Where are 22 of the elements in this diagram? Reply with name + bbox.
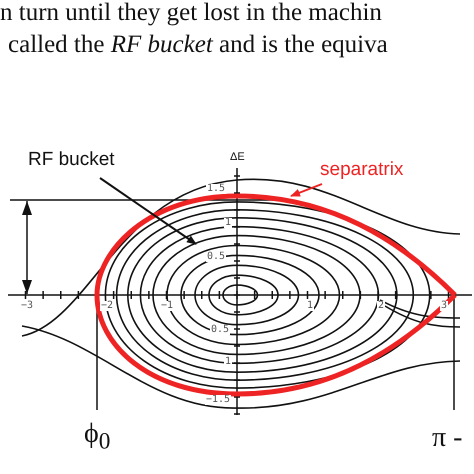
annotation-label: separatrix [320, 160, 404, 179]
body-text: n turn until they get lost in the machin [0, 0, 382, 25]
leader-line [290, 183, 322, 197]
separatrix-curve [94, 194, 458, 396]
phase-label: ϕ$_{0}$ [84, 420, 110, 454]
tick-label: 1 [224, 357, 232, 367]
tick-label: −1 [160, 301, 174, 311]
phase-label: π - [432, 424, 462, 452]
annotation-label: RF bucket [28, 150, 115, 169]
tick-label: 2 [377, 301, 386, 311]
body-text: called the RF bucket and is the equiva [8, 32, 388, 57]
tick-label: 0.5 [206, 252, 226, 262]
leader-line [99, 177, 197, 245]
tick-label: 1 [306, 301, 314, 311]
tick-label: −1.5 [205, 395, 232, 405]
tick-label: 0.5 [210, 325, 230, 335]
tick-label: 3 [440, 301, 448, 311]
axis-label: ΔE [229, 152, 246, 163]
tick-label: 1.5 [206, 184, 226, 194]
tick-label: −2 [100, 301, 114, 311]
tick-label: −3 [20, 301, 34, 311]
tick-label: 1 [224, 218, 232, 228]
